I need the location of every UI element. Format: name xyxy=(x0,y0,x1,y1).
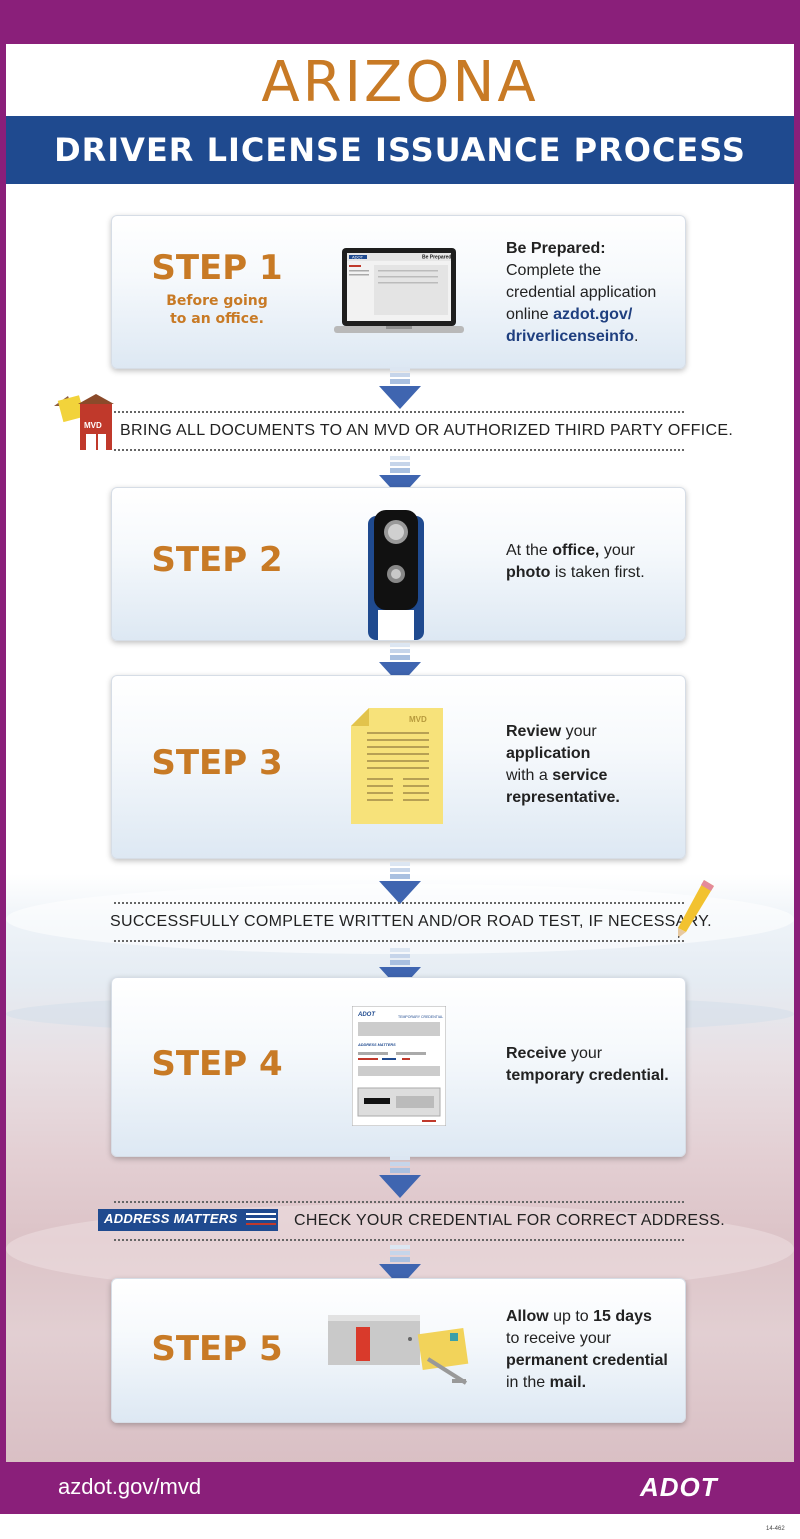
step-1-description: Be Prepared: Complete the credential app… xyxy=(506,240,657,345)
step-4-card: STEP 4 ADOT TEMPORARY CREDENTIAL ADDRESS… xyxy=(111,977,686,1157)
svg-text:ADDRESS MATTERS: ADDRESS MATTERS xyxy=(357,1043,396,1047)
footer-url-link[interactable]: azdot.gov/mvd xyxy=(58,1474,202,1499)
address-matters-badge: ADDRESS MATTERS xyxy=(98,1209,278,1231)
mvd-office-icon: MVD xyxy=(54,394,114,450)
documents-text: BRING ALL DOCUMENTS TO AN MVD OR AUTHORI… xyxy=(120,422,734,439)
adot-logo: ADOT xyxy=(640,1472,718,1502)
test-text: SUCCESSFULLY COMPLETE WRITTEN AND/OR ROA… xyxy=(110,913,712,930)
driverlicenseinfo-link[interactable]: driverlicenseinfo xyxy=(506,328,635,345)
step-1-sub-line2: to an office. xyxy=(170,311,264,327)
step-5-card: STEP 5 Allow up to 15 days to receive yo… xyxy=(111,1278,686,1423)
document-code: 14-462 xyxy=(766,1526,785,1532)
pencil-icon xyxy=(678,880,714,938)
title-banner: DRIVER LICENSE ISSUANCE PROCESS xyxy=(6,116,794,184)
down-arrow-icon xyxy=(379,862,421,904)
footer: azdot.gov/mvd ADOT xyxy=(0,1462,800,1514)
bottom-margin xyxy=(0,1514,800,1539)
step-5-label: STEP 5 xyxy=(151,1329,283,1369)
svg-text:MVD: MVD xyxy=(409,715,427,724)
application-document-icon: MVD xyxy=(351,708,443,824)
documents-band: BRING ALL DOCUMENTS TO AN MVD OR AUTHORI… xyxy=(114,411,733,451)
address-matters-badge-text: ADDRESS MATTERS xyxy=(104,1211,238,1226)
azdot-link[interactable]: azdot.gov/ xyxy=(553,306,633,323)
svg-text:ADOT: ADOT xyxy=(357,1012,376,1018)
step-3-card: STEP 3 MVD Review your application with … xyxy=(111,675,686,859)
down-arrow-icon xyxy=(379,643,421,685)
temporary-credential-icon: ADOT TEMPORARY CREDENTIAL ADDRESS MATTER… xyxy=(352,1006,446,1126)
step-1-label: STEP 1 xyxy=(151,248,283,288)
camera-icon xyxy=(368,510,424,640)
svg-text:TEMPORARY CREDENTIAL: TEMPORARY CREDENTIAL xyxy=(398,1015,443,1019)
step-4-description: Receive your temporary credential. xyxy=(506,1045,669,1084)
address-text: CHECK YOUR CREDENTIAL FOR CORRECT ADDRES… xyxy=(294,1212,726,1229)
address-band: CHECK YOUR CREDENTIAL FOR CORRECT ADDRES… xyxy=(114,1201,725,1241)
step-4-label: STEP 4 xyxy=(151,1044,283,1084)
step-1-card: STEP 1 Before going to an office. ADOT B… xyxy=(111,215,686,369)
svg-text:MVD: MVD xyxy=(84,421,102,430)
poster-body: ARIZONA DRIVER LICENSE ISSUANCE PROCESS … xyxy=(6,44,794,1462)
mailbox-icon xyxy=(328,1315,469,1385)
step-2-description: At the office, your photo is taken first… xyxy=(506,542,645,581)
laptop-icon: ADOT Be Prepared xyxy=(334,248,464,333)
test-band: SUCCESSFULLY COMPLETE WRITTEN AND/OR ROA… xyxy=(110,902,712,942)
down-arrow-icon xyxy=(379,456,421,498)
step-1-sub-line1: Before going xyxy=(166,293,268,309)
step-3-description: Review your application with a service r… xyxy=(506,723,620,806)
svg-text:ADOT: ADOT xyxy=(352,255,364,260)
step-5-description: Allow up to 15 days to receive your perm… xyxy=(506,1308,668,1391)
step-2-card: STEP 2 At the office, your photo is take… xyxy=(111,487,686,641)
down-arrow-icon xyxy=(379,1245,421,1287)
step-2-label: STEP 2 xyxy=(151,540,283,580)
svg-text:Be Prepared: Be Prepared xyxy=(422,255,451,261)
page-title: ARIZONA xyxy=(261,50,539,115)
down-arrow-icon xyxy=(379,367,421,409)
step-3-label: STEP 3 xyxy=(151,743,283,783)
down-arrow-icon xyxy=(379,1156,421,1198)
banner-text: DRIVER LICENSE ISSUANCE PROCESS xyxy=(54,131,746,169)
